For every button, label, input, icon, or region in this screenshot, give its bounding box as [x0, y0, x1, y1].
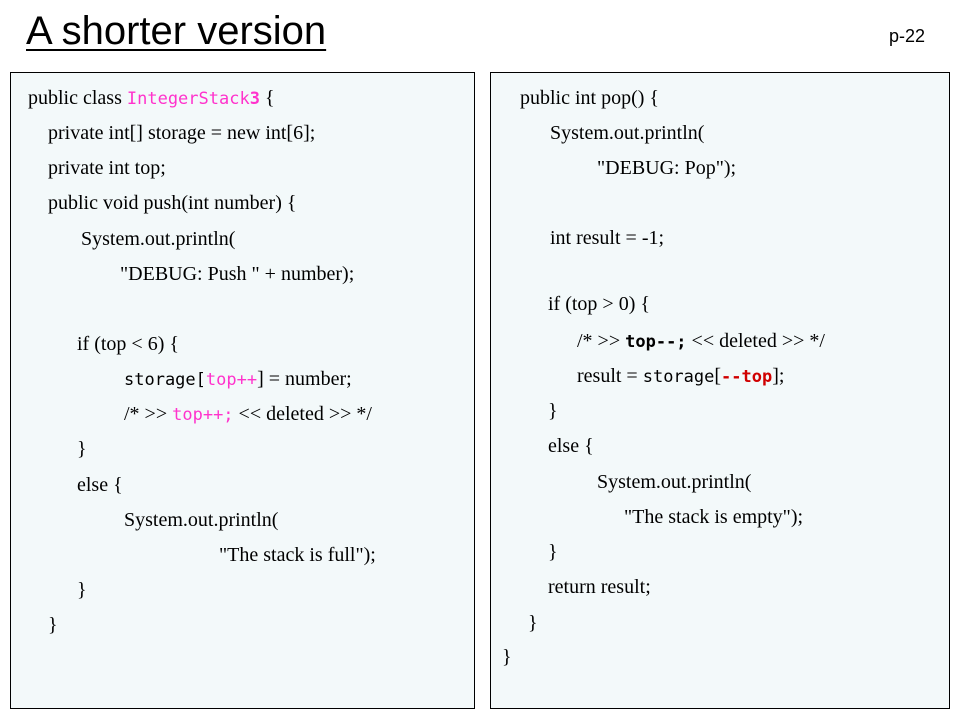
code-text: << deleted >> */	[233, 403, 372, 425]
code-text: << deleted >> */	[686, 330, 825, 352]
code-text: result =	[577, 365, 643, 387]
right-code-panel: public int pop() { System.out.println( "…	[490, 72, 950, 709]
code-line: result = storage[--top];	[577, 364, 784, 389]
code-text: {	[259, 87, 275, 109]
code-line: public int pop() {	[520, 87, 660, 109]
code-line: System.out.println(	[597, 471, 752, 493]
left-code-panel: public class IntegerStack3 { private int…	[10, 72, 475, 709]
code-line: "The stack is full");	[219, 544, 376, 566]
code-line: }	[77, 579, 87, 601]
code-line: }	[548, 400, 558, 422]
code-line: int result = -1;	[550, 227, 665, 249]
code-line: /* >> top--; << deleted >> */	[577, 329, 825, 354]
slide-title: A shorter version	[26, 9, 327, 53]
code-line: System.out.println(	[550, 122, 705, 144]
code-line: if (top < 6) {	[77, 333, 179, 355]
class-number: 3	[249, 89, 260, 109]
code-line: "DEBUG: Push " + number);	[120, 263, 355, 285]
code-highlight: top++;	[172, 405, 234, 425]
code-line: }	[502, 646, 512, 668]
code-line: else {	[77, 474, 123, 496]
code-token: storage	[642, 367, 715, 387]
code-line: "DEBUG: Pop");	[597, 157, 737, 179]
page-number: p-22	[889, 26, 926, 46]
code-line: }	[48, 614, 58, 636]
code-line: return result;	[548, 576, 651, 598]
code-line: System.out.println(	[81, 228, 236, 250]
code-line: if (top > 0) {	[548, 293, 650, 315]
code-line: }	[77, 438, 87, 460]
code-highlight: --top	[721, 367, 773, 387]
code-text: /* >>	[124, 403, 173, 425]
code-highlight: top++	[205, 370, 258, 390]
code-line: System.out.println(	[124, 509, 279, 531]
code-line: private int top;	[48, 157, 166, 179]
code-text: ] = number;	[257, 368, 352, 390]
code-line: "The stack is empty");	[624, 506, 804, 528]
code-token: storage[	[124, 370, 206, 390]
code-line: storage[top++] = number;	[124, 367, 352, 392]
code-line: public void push(int number) {	[48, 192, 297, 214]
code-line: /* >> top++; << deleted >> */	[124, 402, 372, 427]
code-line: }	[528, 612, 538, 634]
code-line: }	[548, 541, 558, 563]
code-line: public class IntegerStack3 {	[28, 86, 275, 111]
code-text: /* >>	[577, 330, 626, 352]
class-name: IntegerStack	[126, 89, 250, 109]
code-text: public class	[28, 87, 127, 109]
code-text: [	[714, 365, 722, 387]
code-highlight: top--;	[625, 332, 687, 352]
code-line: else {	[548, 435, 594, 457]
code-line: private int[] storage = new int[6];	[48, 122, 316, 144]
code-text: ];	[772, 365, 785, 387]
